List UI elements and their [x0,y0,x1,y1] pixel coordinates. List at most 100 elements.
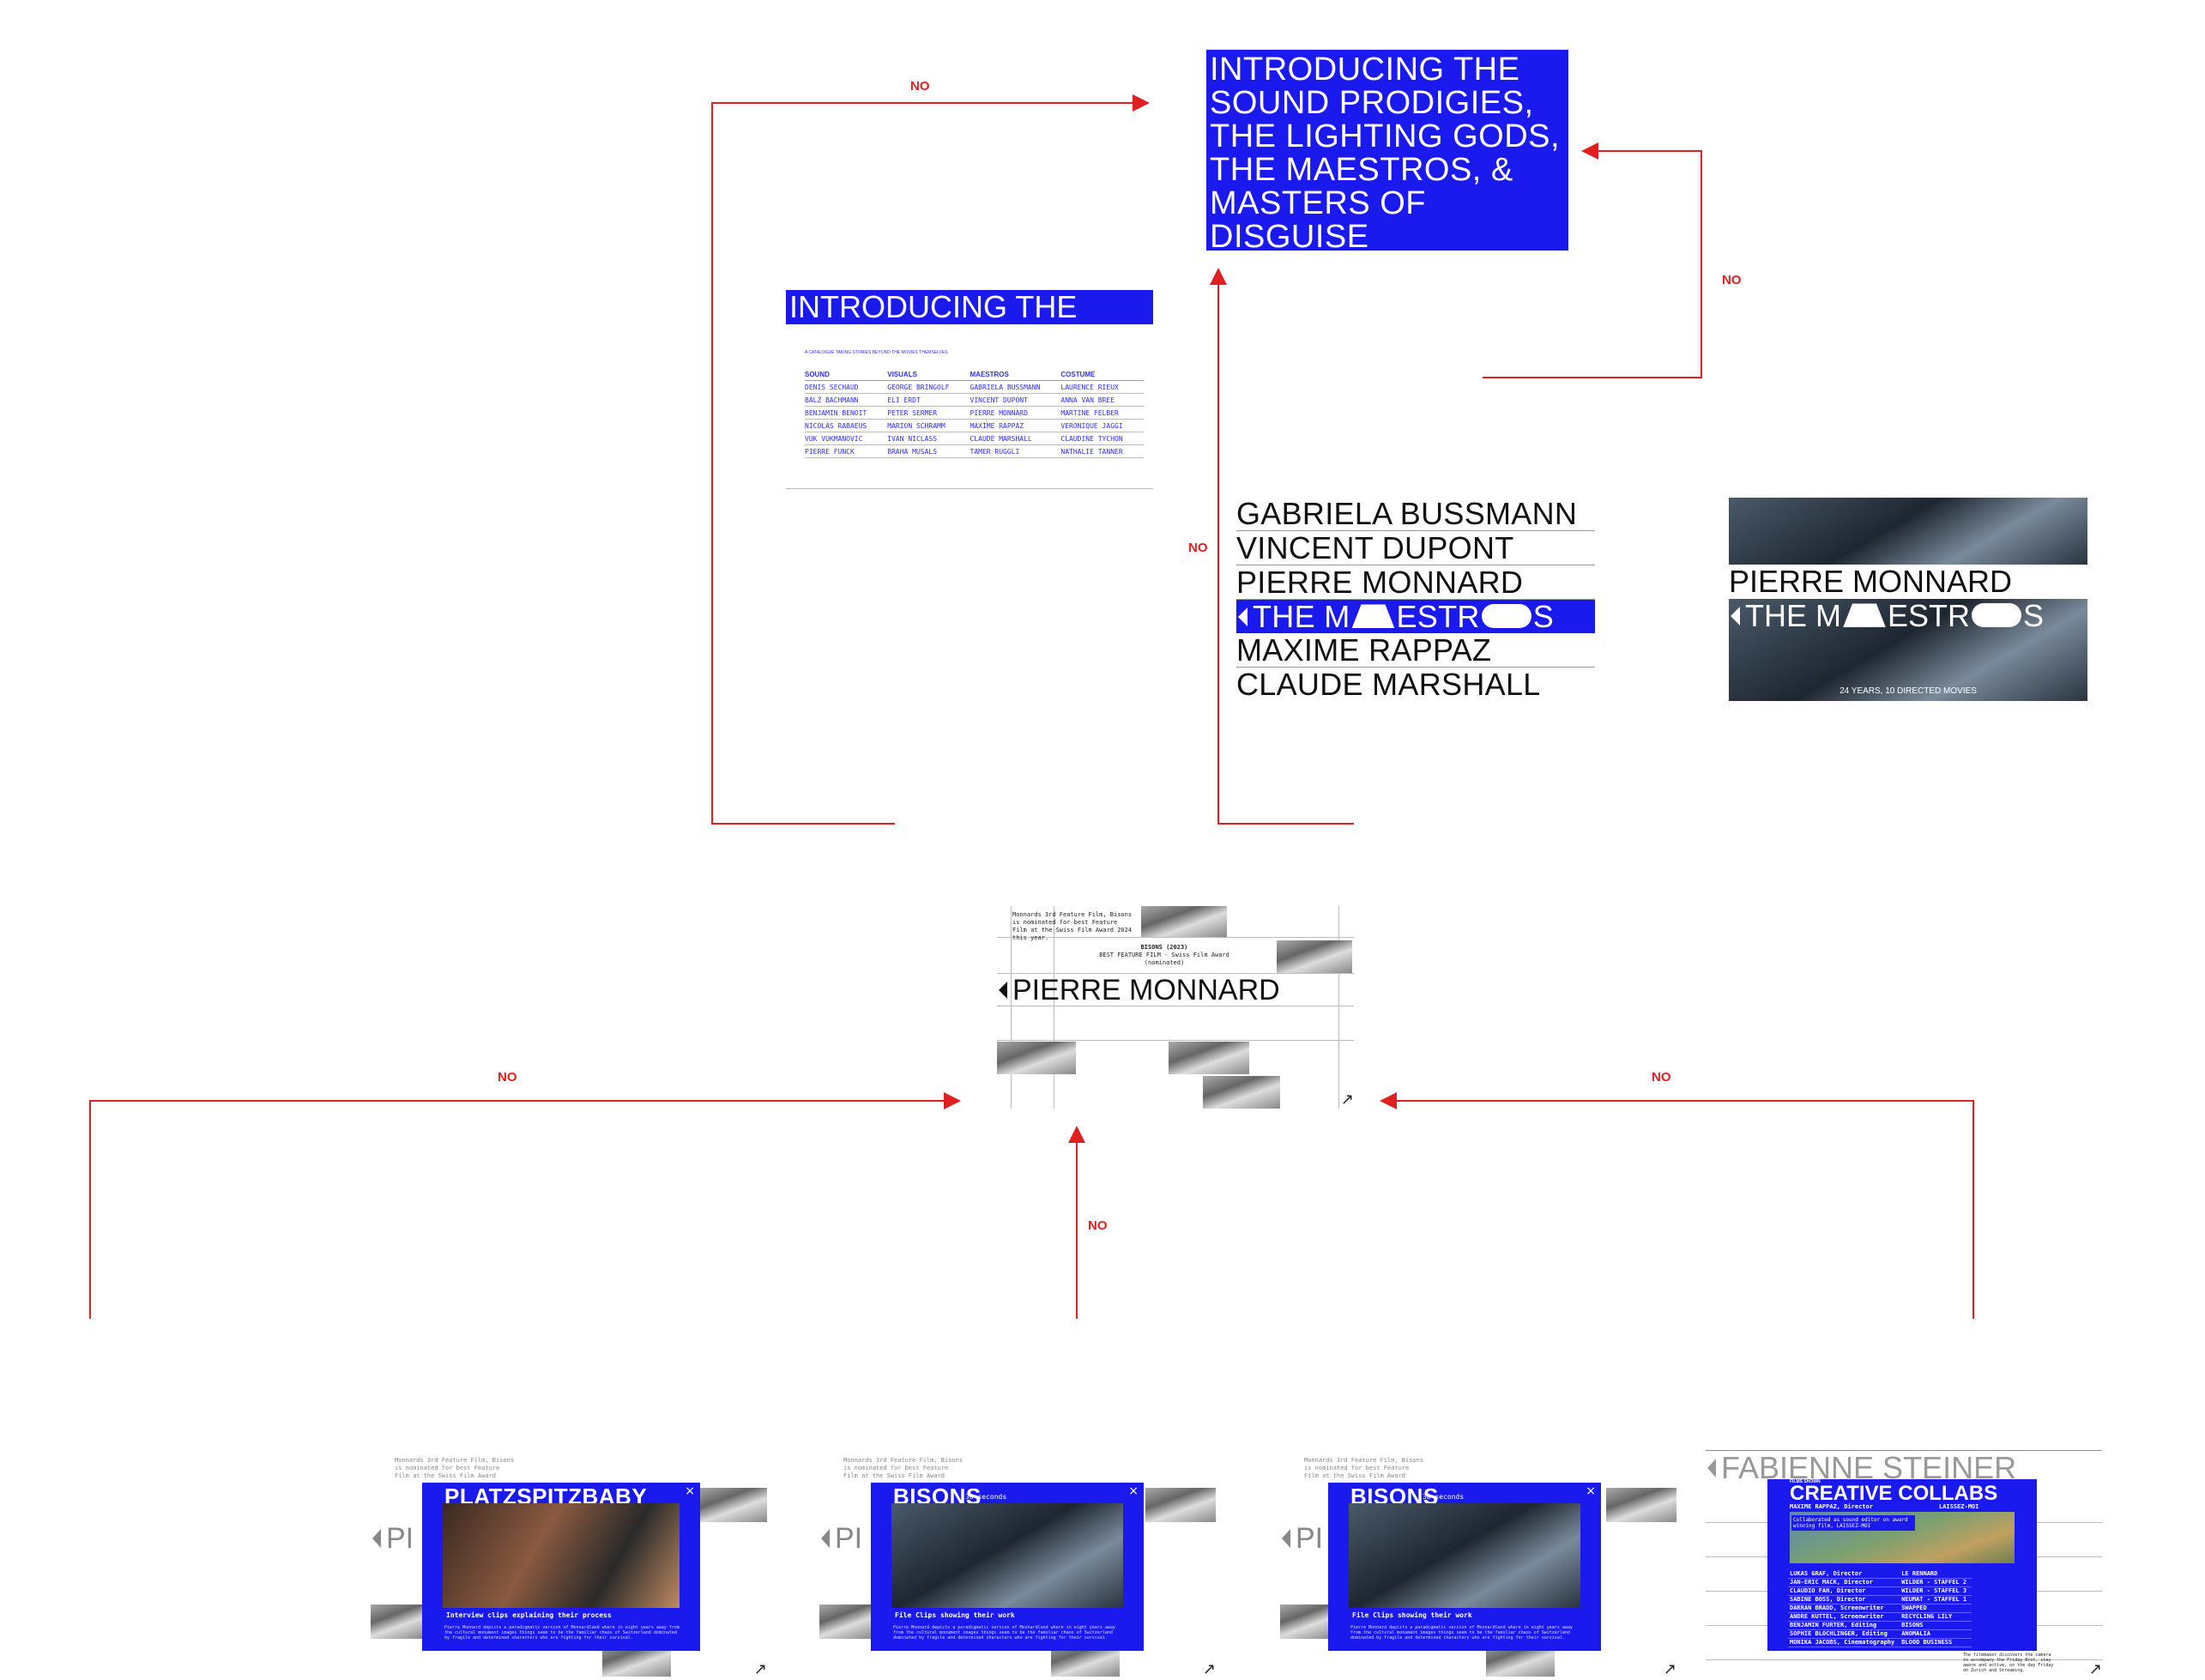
open-link-icon[interactable]: ↗ [753,1660,767,1678]
maestro-row[interactable]: PIERRE MONNARD [1236,565,1595,600]
connector-card1-to-profile [89,1092,961,1319]
back-arrow-icon [999,982,1007,1000]
collab-person: BENJAMIN FURTER, Editing [1788,1621,1900,1630]
label-part: THE M [1253,600,1350,633]
back-arrow-icon [1282,1529,1290,1549]
bg-intro-text: Monnards 3rd Feature Film, Bisons is nom… [843,1457,964,1479]
column-header: MAESTROS [970,371,1061,381]
crew-cell: MAXIME RAPPAZ [970,419,1061,432]
profile-name[interactable]: PIERRE MONNARD [997,975,1280,1006]
bg-name-text: FABIENNE STEINER [1721,1450,2017,1485]
video-player[interactable] [443,1503,680,1608]
crew-table: SOUND VISUALS MAESTROS COSTUME DENIS SEC… [805,371,1144,458]
intro-title: INTRODUCING THE [786,290,1153,324]
film-still-bottom [1729,599,2087,701]
divider [786,488,1153,489]
video-player[interactable] [1349,1503,1580,1608]
hero-subtitle: A CATALOGUE TAKING STORIES BEYOND THE MO… [1235,269,1539,279]
open-link-icon[interactable]: ↗ [1202,1660,1216,1678]
grid-line [1338,906,1339,1109]
collab-title: CREATIVE COLLABS [1790,1482,1998,1505]
maestro-caption: 24 YEARS, 10 DIRECTED MOVIES [1840,686,1977,696]
collab-frame: FABIENNE STEINER FILMS SHOWN CREATIVE CO… [1706,1450,2102,1678]
modal-duration: 30 seconds [965,1493,1007,1501]
grid-line [997,1040,1354,1041]
grid-line [997,937,1354,938]
film-still [1145,1488,1216,1522]
maestro-name[interactable]: PIERRE MONNARD [1729,565,2087,599]
hero-title-line: SOUND PRODIGIES, [1210,85,1534,121]
close-icon[interactable]: × [685,1484,695,1498]
shape-o-icon [1972,603,2022,628]
column-header: SOUND [805,371,888,381]
film-award: BISONS (2023) BEST FEATURE FILM - Swiss … [1057,944,1272,967]
crew-cell: VINCENT DUPONT [970,393,1061,407]
crew-cell: BENJAMIN BENOIT [805,406,888,420]
crew-cell: MARION SCHRAMM [887,419,970,432]
close-icon[interactable]: × [1586,1484,1596,1498]
collab-person: ANDRE KUTTEL, Screenwriter [1788,1612,1900,1622]
label-part: S [2023,598,2045,633]
grid-line [1706,1450,2102,1451]
collab-person: DARRAN BRADD, Screenwriter [1788,1604,1900,1613]
crew-cell: PIERRE FUNCK [805,444,888,458]
maestro-row[interactable]: CLAUDE MARSHALL [1236,668,1541,701]
collab-film: LE RENNARD [1900,1570,1972,1579]
label-part: ESTR [1888,598,1971,633]
crew-cell: LAURENCE RIEUX [1060,380,1144,394]
maestro-row[interactable]: GABRIELA BUSSMANN [1236,497,1595,531]
connector-maestro-to-hero [1483,142,1702,378]
modal-duration: 30 seconds [1423,1493,1465,1501]
profile-name-text: PIERRE MONNARD [1012,974,1280,1006]
crew-cell: BALZ BACHMANN [805,393,888,407]
collab-film: LAISSEZ-MOI [1939,1503,1979,1510]
maestro-row[interactable]: MAXIME RAPPAZ [1236,633,1595,668]
collab-label: FILMS SHOWN [1790,1479,1821,1484]
grid-line [997,973,1354,974]
profile-frame: Monnards 3rd Feature Film, Bisons is nom… [997,906,1354,1109]
open-link-icon[interactable]: ↗ [1663,1660,1676,1678]
film-still [1280,1604,1332,1639]
maestro-row[interactable]: VINCENT DUPONT [1236,531,1595,565]
open-link-icon[interactable]: ↗ [1340,1091,1354,1109]
close-icon[interactable]: × [1128,1484,1139,1498]
collab-film: NEUMAT - STAFFEL 1 [1900,1595,1972,1604]
film-still-top [1729,498,2087,565]
collab-featured: MAXIME RAPPAZ, Director LAISSEZ-MOI [1790,1503,2015,1510]
film-award-status: (nominated) [1144,959,1185,966]
collab-person: JAN-ERIC MACK, Director [1788,1578,1900,1587]
collab-film: RECYCLING LILY [1900,1612,1972,1622]
bg-name-text: PI [386,1522,414,1555]
collab-film: BLOOD BUSINESS [1900,1638,1972,1647]
open-link-icon[interactable]: ↗ [2088,1660,2102,1678]
no-label: NO [1088,1218,1108,1233]
video-player[interactable] [891,1503,1123,1608]
collab-person: SABINE BOSS, Director [1788,1595,1900,1604]
crew-cell: ANNA VAN BREE [1060,393,1144,407]
modal-caption: Interview clips explaining their process [446,1611,612,1619]
crew-cell: CLAUDINE TYCHON [1060,432,1144,445]
back-arrow-icon [1731,607,1740,626]
film-still [697,1488,767,1522]
film-award-text: BEST FEATURE FILM - Swiss Film Award [1099,952,1229,958]
